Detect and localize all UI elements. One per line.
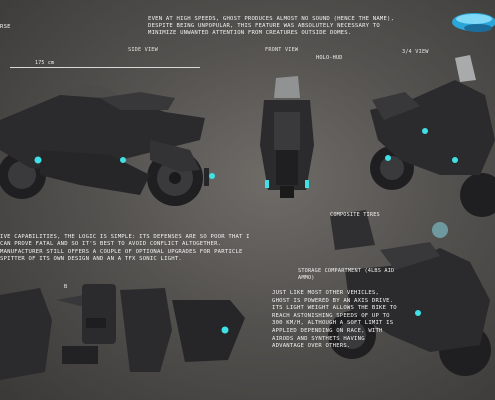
hover-device-art — [452, 13, 495, 32]
storage-callout: STORAGE COMPARTMENT (4LBS AID AMMO) — [298, 268, 395, 281]
detail-fragments-art — [0, 284, 245, 380]
three-quarter-bike-art — [370, 55, 495, 217]
defensive-capabilities-text: IVE CAPABILITIES, THE LOGIC IS SIMPLE: I… — [0, 234, 250, 263]
side-view-label: SIDE VIEW — [128, 47, 158, 53]
open-compartment-bike-art — [328, 210, 491, 376]
detail-marker: B — [64, 284, 68, 290]
dimension-label: 175 cm — [35, 60, 55, 66]
composite-tires-callout: COMPOSITE TIRES — [330, 212, 380, 218]
three-quarter-view-label: 3/4 VIEW — [402, 49, 429, 55]
front-view-bike-art — [260, 76, 314, 198]
holo-hud-callout: HOLO-HUD — [316, 55, 343, 61]
corner-label: RSE — [0, 24, 11, 30]
intro-text: EVEN AT HIGH SPEEDS, GHOST PRODUCES ALMO… — [148, 16, 395, 37]
front-view-label: FRONT VIEW — [265, 47, 299, 53]
engine-text: JUST LIKE MOST OTHER VEHICLES, GHOST IS … — [272, 290, 397, 350]
dimension-line — [10, 67, 200, 68]
side-view-bike-art — [0, 85, 215, 206]
